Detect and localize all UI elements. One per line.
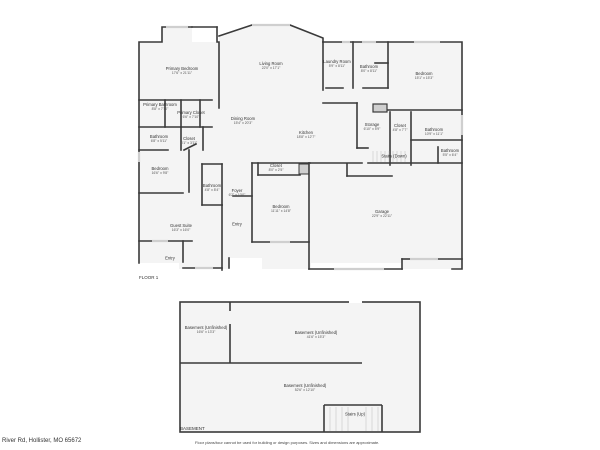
room-label: Entry [165,256,175,261]
room-name: Bathroom [202,183,222,188]
property-address: River Rd, Hollister, MO 65672 [2,438,82,444]
basement-label: BASEMENT [180,426,205,431]
room-name: Storage [364,122,380,127]
room-label: Stairs (Up) [345,412,365,417]
room-name: Basement (Unfinished) [283,383,327,388]
room-name: Primary Bathroom [143,102,177,107]
room-dimensions: 17'6" x 21'11" [171,71,193,75]
floor1-label: FLOOR 1 [139,275,159,280]
room-name: Bedroom [415,71,433,76]
room-dimensions: 8'0" x 8'11" [360,69,378,73]
room-name: Dining Room [230,116,256,121]
room-label: Entry [232,222,242,227]
room-dimensions: 15'1" x 15'3" [414,76,434,80]
room-name: Primary Closet [177,110,205,115]
room-name: Bedroom [272,204,290,209]
room-dimensions: 6'2" x 10'0" [228,193,246,197]
room-name: Kitchen [299,130,313,135]
room-name: Stairs (Up) [344,411,366,417]
room-name: Bathroom [359,64,379,69]
room-name: Basement (Unfinished) [184,325,228,330]
room-name: Entry [165,255,175,261]
room-dimensions: 16'6" x 9'8" [151,171,169,175]
room-name: Guest Suite [170,223,192,228]
room-label: Basement (Unfinished)16'6" x 13'3" [185,325,228,335]
room-dimensions: 11'11" x 14'8" [271,209,291,213]
room-name: Bathroom [149,134,169,139]
room-dimensions: 52'6" x 12'10" [294,388,316,392]
room-dimensions: 5'5" x 6'4" [442,153,458,157]
room-dimensions: 4'8" x 7'7" [392,128,408,132]
room-name: Bedroom [151,166,169,171]
room-name: Closet [270,163,282,168]
room-name: Primary Bedroom [165,66,199,71]
disclaimer: Floor plans/tour cannot be used for buil… [195,440,380,445]
room-dimensions: 6'10" x 5'9" [363,127,381,131]
room-name: Stairs (Down) [381,153,407,159]
room-name: Living Room [259,61,283,66]
room-dimensions: 22'9" x 22'11" [371,214,393,218]
room-dimensions: 5'9" x 8'11" [328,64,346,68]
room-dimensions: 10'9" x 11'1" [424,132,444,136]
room-dimensions: 16'6" x 13'3" [196,330,216,334]
room-dimensions: 8'8" x 7'10" [151,107,169,111]
room-label: Basement (Unfinished)52'6" x 12'10" [284,383,327,393]
room-name: Laundry Room [323,59,351,64]
room-name: Closet [183,136,195,141]
room-label: Stairs (Down) [381,154,406,159]
room-dimensions: 6'6" x 7'10" [182,115,200,119]
room-name: Basement (Unfinished) [294,330,338,335]
room-name: Garage [375,209,389,214]
room-dimensions: 8'0" x 2'5" [268,168,284,172]
room-dimensions: 4'8" x 8'4" [204,188,220,192]
room-name: Closet [394,123,406,128]
room-dimensions: 41'6" x 15'3" [306,335,326,339]
room-label: Basement (Unfinished)41'6" x 15'3" [295,330,338,340]
room-name: Entry [232,221,242,227]
room-dimensions: 18'8" x 12'7" [296,135,316,139]
room-dimensions: 6'1" x 3'11" [180,141,198,145]
room-name: Bathroom [424,127,444,132]
room-name: Foyer [231,188,243,193]
room-dimensions: 15'4" x 20'3" [233,121,253,125]
room-dimensions: 6'8" x 5'11" [150,139,168,143]
room-name: Bathroom [440,148,460,153]
room-dimensions: 22'0" x 17'1" [261,66,281,70]
room-dimensions: 16'3" x 16'0" [171,228,191,232]
